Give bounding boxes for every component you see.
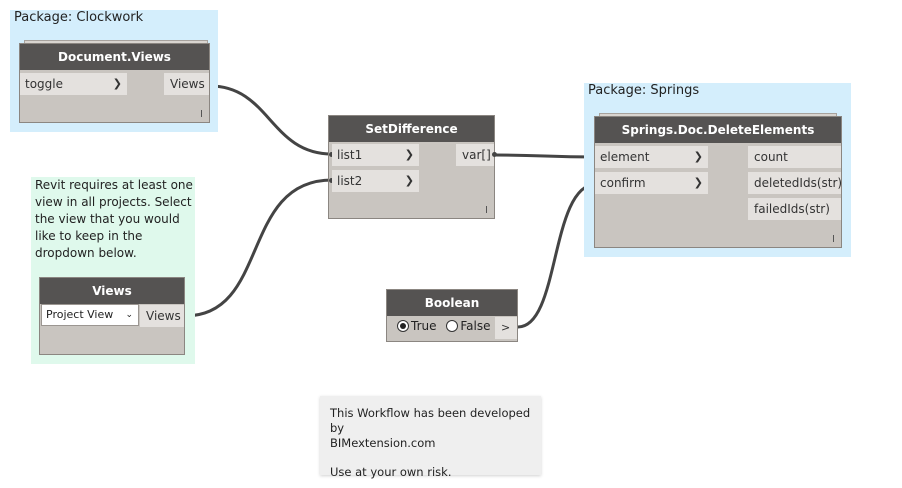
port-label: Views — [146, 309, 181, 323]
resize-handle[interactable] — [201, 110, 202, 117]
output-port-count[interactable]: count — [748, 146, 841, 168]
chevron-right-icon: ❯ — [112, 77, 122, 90]
node-views[interactable]: Views Project View ⌄ Views — [40, 278, 184, 354]
port-label: var[] — [462, 148, 491, 162]
wire-document-views-to-list1[interactable] — [209, 84, 333, 156]
radio-selected-icon — [397, 320, 409, 332]
radio-unselected-icon — [446, 320, 459, 332]
input-port-confirm[interactable]: confirm ❯ — [595, 172, 708, 194]
chevron-down-icon: ⌄ — [125, 310, 133, 320]
radio-false[interactable]: False — [446, 319, 490, 333]
note-line: BIMextension.com — [330, 436, 436, 450]
chevron-right-icon: ❯ — [404, 148, 414, 161]
note-line: This Workflow has been developed by — [330, 406, 531, 435]
port-label: list1 — [337, 148, 363, 162]
input-port-toggle[interactable]: toggle ❯ — [20, 73, 127, 95]
input-port-element[interactable]: element ❯ — [595, 146, 708, 168]
chevron-right-icon: ❯ — [693, 176, 703, 189]
radio-false-label: False — [460, 319, 491, 333]
radio-true-label: True — [411, 319, 437, 333]
port-dot — [329, 152, 334, 157]
port-label: Views — [170, 77, 205, 91]
port-dot — [492, 152, 497, 157]
node-title: Views — [40, 278, 184, 304]
node-document-views[interactable]: Document.Views toggle ❯ Views — [20, 44, 209, 122]
wire-var-to-element[interactable] — [494, 153, 597, 159]
workflow-note[interactable]: This Workflow has been developed by BIMe… — [320, 396, 541, 479]
node-delete-elements[interactable]: Springs.Doc.DeleteElements element ❯ con… — [595, 117, 843, 247]
port-label: list2 — [337, 174, 363, 188]
node-title: Boolean — [387, 290, 517, 316]
node-title: Document.Views — [20, 44, 209, 70]
port-label: element — [600, 150, 650, 164]
node-boolean[interactable]: Boolean True False > — [387, 290, 517, 341]
resize-handle[interactable] — [833, 235, 834, 242]
wire-views-to-list2[interactable] — [184, 178, 333, 318]
note-line: Use at your own risk. — [330, 465, 452, 479]
radio-true[interactable]: True — [397, 319, 440, 333]
output-port-boolean[interactable]: > — [495, 317, 517, 339]
view-dropdown[interactable]: Project View ⌄ — [41, 304, 139, 326]
boolean-toggle: True False — [397, 319, 490, 333]
input-port-list2[interactable]: list2 ❯ — [332, 170, 419, 192]
port-label: count — [754, 150, 788, 164]
group-title: Package: Clockwork — [14, 10, 144, 25]
port-label: deletedIds(str) — [754, 176, 843, 190]
port-dot — [329, 178, 334, 183]
input-port-list1[interactable]: list1 ❯ — [332, 144, 419, 166]
output-port-views[interactable]: Views — [140, 305, 184, 327]
port-label: failedIds(str) — [754, 202, 830, 216]
chevron-right-icon: ❯ — [404, 174, 414, 187]
node-set-difference[interactable]: SetDifference list1 ❯ list2 ❯ var[] — [329, 116, 497, 218]
output-port-views[interactable]: Views — [164, 73, 209, 95]
port-label: confirm — [600, 176, 646, 190]
dropdown-selected-value: Project View — [46, 308, 114, 321]
node-title: Springs.Doc.DeleteElements — [595, 117, 841, 143]
group-title: Package: Springs — [588, 83, 700, 98]
node-title: SetDifference — [329, 116, 494, 142]
port-label: > — [501, 321, 511, 334]
output-port-deleted-ids[interactable]: deletedIds(str) — [748, 172, 843, 194]
group-note-text: Revit requires at least one view in all … — [35, 178, 193, 260]
port-label: toggle — [25, 77, 63, 91]
output-port-var[interactable]: var[] — [456, 144, 494, 166]
resize-handle[interactable] — [486, 206, 487, 213]
chevron-right-icon: ❯ — [693, 150, 703, 163]
output-port-failed-ids[interactable]: failedIds(str) — [748, 198, 841, 220]
wire-boolean-to-confirm[interactable] — [517, 182, 597, 329]
